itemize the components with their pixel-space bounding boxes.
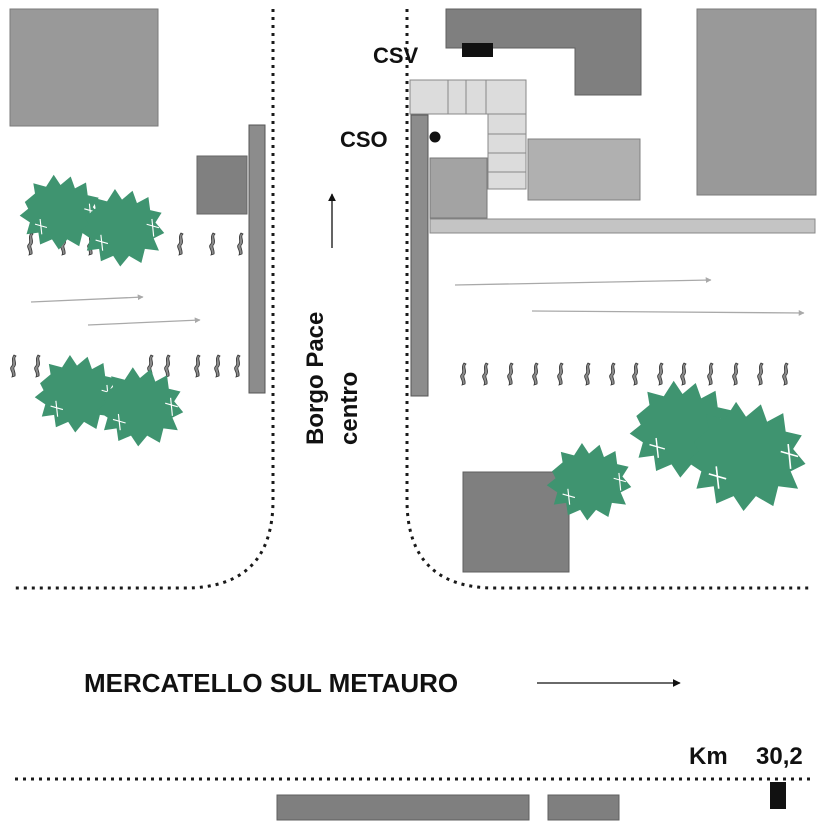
fence-post-icon bbox=[657, 362, 664, 386]
fence-post-icon bbox=[609, 362, 616, 386]
fence-post-icon bbox=[632, 362, 639, 386]
fence-post-icon bbox=[10, 354, 17, 378]
fence-post-icon bbox=[214, 354, 221, 378]
building-row-light bbox=[409, 79, 527, 190]
building-top-left bbox=[9, 8, 159, 127]
direction-arrow-icon bbox=[87, 317, 201, 326]
label-borgo-pace: Borgo Pace bbox=[302, 312, 329, 445]
building-bottom-strip-2 bbox=[547, 794, 620, 821]
building-near-road bbox=[429, 157, 488, 219]
fence-post-icon bbox=[237, 232, 244, 256]
fence-post-icon bbox=[34, 354, 41, 378]
fence-post-icon bbox=[732, 362, 739, 386]
fence-post-icon bbox=[482, 362, 489, 386]
label-km-prefix: Km bbox=[689, 743, 728, 770]
label-cso: CSO bbox=[340, 127, 388, 152]
direction-arrow-icon bbox=[454, 277, 712, 286]
building-top-right bbox=[696, 8, 817, 196]
building-bottom-strip-1 bbox=[276, 794, 530, 821]
direction-arrow-icon bbox=[531, 310, 805, 316]
wall-right bbox=[410, 114, 429, 397]
road-borders bbox=[15, 9, 812, 781]
label-centro: centro bbox=[336, 372, 363, 445]
km-marker-icon bbox=[770, 782, 786, 809]
fence-post-icon bbox=[680, 362, 687, 386]
fence-post-icon bbox=[507, 362, 514, 386]
fence-post-icon bbox=[209, 232, 216, 256]
fence-post-icon bbox=[164, 354, 171, 378]
direction-arrow-icon bbox=[30, 294, 144, 303]
fence-post-icon bbox=[782, 362, 789, 386]
building-mid-right bbox=[527, 138, 641, 201]
fence-post-icon bbox=[557, 362, 564, 386]
label-mercatello: MERCATELLO SUL METAURO bbox=[84, 668, 458, 698]
fence-post-icon bbox=[460, 362, 467, 386]
wall-left bbox=[248, 124, 266, 394]
building-bottom-right bbox=[462, 471, 570, 573]
fence-post-icon bbox=[707, 362, 714, 386]
fence-post-icon bbox=[177, 232, 184, 256]
fence-post-icon bbox=[584, 362, 591, 386]
sampling-point-icon bbox=[429, 131, 441, 143]
buildings bbox=[9, 8, 817, 821]
building-small-left bbox=[196, 155, 248, 215]
building-l-shape bbox=[445, 8, 642, 96]
label-km-value: 30,2 bbox=[756, 743, 803, 770]
fence-post-icon bbox=[757, 362, 764, 386]
fence-post-icon bbox=[532, 362, 539, 386]
csv-marker-icon bbox=[462, 43, 493, 57]
fence-post-icon bbox=[194, 354, 201, 378]
road-border-left bbox=[15, 9, 275, 590]
label-csv: CSV bbox=[373, 43, 419, 68]
flow-arrows bbox=[30, 277, 805, 326]
fence-post-icon bbox=[234, 354, 241, 378]
fence-post-icon bbox=[27, 232, 34, 256]
road-border-right bbox=[405, 9, 812, 590]
long-strip-building bbox=[429, 218, 816, 234]
